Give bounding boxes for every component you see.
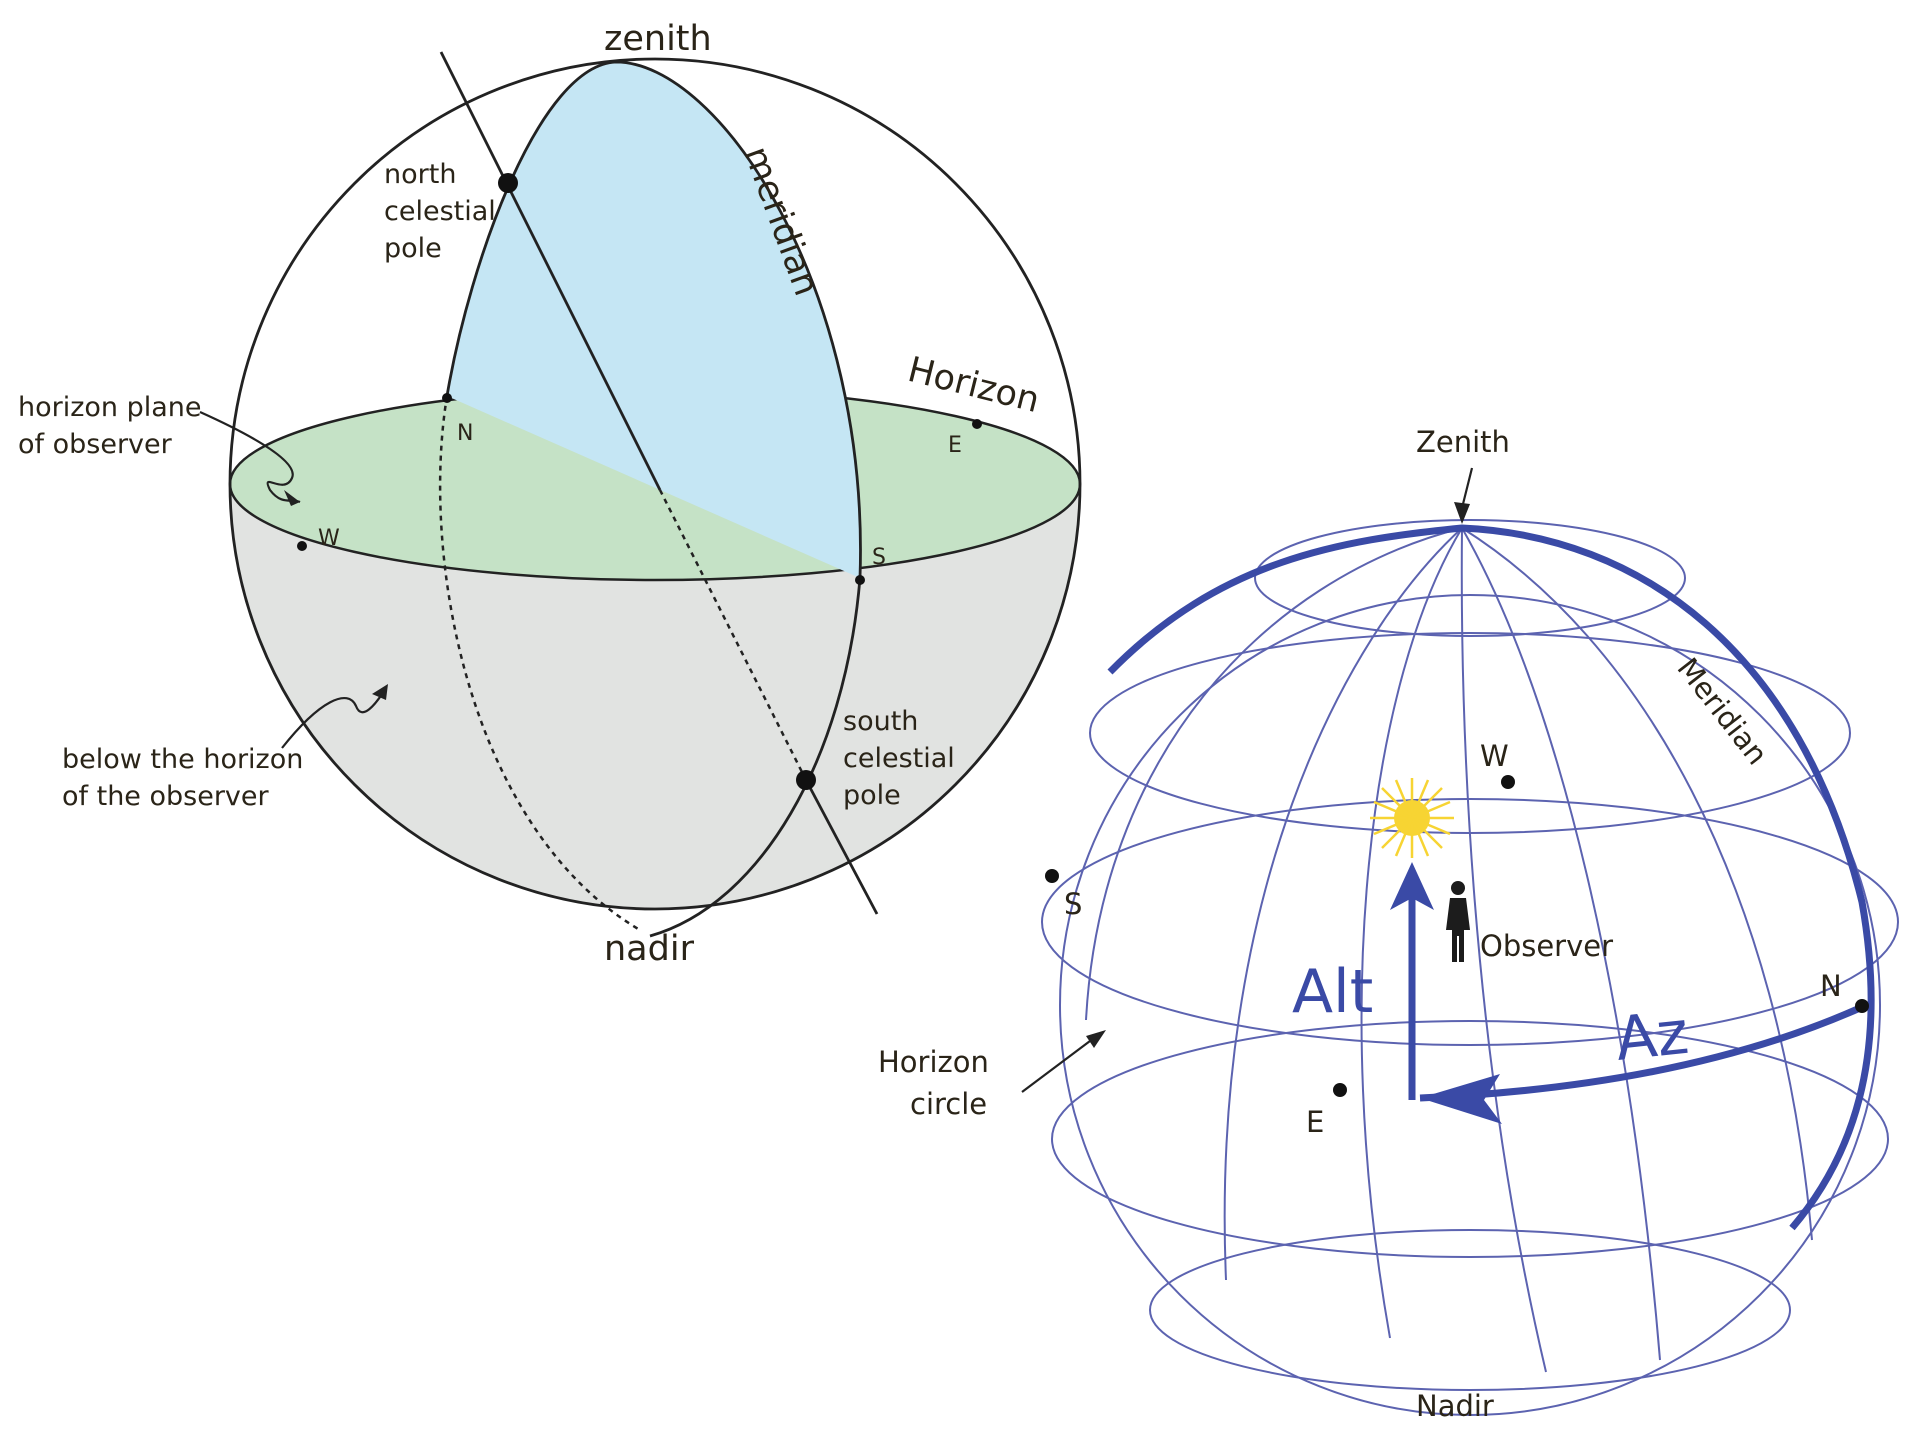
zenith-label: zenith	[604, 19, 712, 59]
ncp-label-line1: north	[384, 159, 456, 190]
scp-label-line2: celestial	[843, 743, 955, 774]
zenith-label-right: Zenith	[1416, 425, 1510, 459]
north-celestial-pole-marker	[498, 173, 518, 193]
sun-icon	[1370, 778, 1454, 858]
west-point-marker-right	[1501, 775, 1515, 789]
horizon-plane-pointer	[199, 410, 301, 504]
horizon-circle-label-line2: circle	[910, 1087, 987, 1121]
nadir-label: nadir	[604, 929, 695, 969]
north-label: N	[457, 421, 473, 446]
west-label-right: W	[1480, 739, 1509, 773]
nadir-label-right: Nadir	[1416, 1389, 1494, 1423]
east-point-marker	[972, 419, 982, 429]
south-point-marker-right	[1045, 869, 1059, 883]
north-point-marker-right	[1855, 999, 1869, 1013]
east-point-marker-right	[1333, 1083, 1347, 1097]
west-point-marker	[297, 541, 307, 551]
right-celestial-sphere: Zenith Nadir Meridian Observer Alt Az Ho…	[878, 425, 1899, 1423]
south-point-marker	[855, 575, 865, 585]
az-label: Az	[1612, 998, 1691, 1075]
meridian-arc	[1107, 524, 1875, 1231]
below-horizon-region	[230, 484, 1080, 909]
below-horizon-label-line2: of the observer	[62, 781, 270, 812]
horizon-plane-label-line2: of observer	[18, 429, 173, 460]
ncp-label-line2: celestial	[384, 196, 496, 227]
south-label: S	[872, 545, 886, 570]
meridian-plane	[447, 62, 861, 578]
horizon-circle-label-line1: Horizon	[878, 1045, 989, 1079]
scp-label-line1: south	[843, 706, 918, 737]
alt-label: Alt	[1292, 957, 1373, 1027]
below-horizon-label-line1: below the horizon	[62, 744, 303, 775]
east-label-right: E	[1306, 1105, 1324, 1139]
ncp-label-line3: pole	[384, 233, 442, 264]
meridian-label-right: Meridian	[1670, 651, 1774, 771]
south-label-right: S	[1064, 887, 1082, 921]
north-label-right: N	[1820, 969, 1842, 1003]
alt-arrowhead	[1390, 862, 1434, 910]
south-celestial-pole-marker	[796, 770, 816, 790]
left-celestial-sphere: zenith nadir meridian Horizon north cele…	[18, 19, 1082, 969]
observer-label: Observer	[1480, 929, 1613, 963]
below-horizon-pointer	[281, 687, 387, 749]
horizon-plane-label-line1: horizon plane	[18, 392, 202, 423]
observer-icon	[1446, 881, 1470, 962]
east-label: E	[948, 433, 962, 458]
scp-label-line3: pole	[843, 780, 901, 811]
north-point-marker	[442, 393, 452, 403]
az-arrowhead	[1420, 1074, 1502, 1124]
west-label: W	[318, 526, 340, 551]
